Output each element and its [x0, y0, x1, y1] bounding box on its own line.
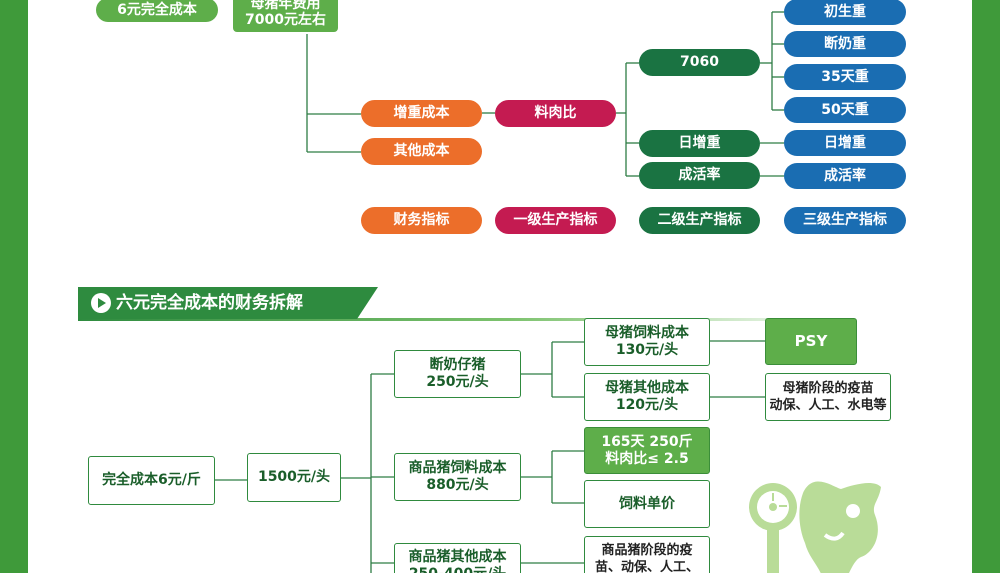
level3-node-weaning-weight: 断奶重	[784, 31, 906, 57]
play-circle-icon	[91, 293, 111, 313]
hog-feed-cost-node: 商品猪饲料成本 880元/头	[394, 453, 521, 501]
sow-feed-cost-node: 母猪饲料成本 130元/头	[584, 318, 710, 366]
feed-meat-ratio-node: 料肉比	[495, 100, 616, 127]
level3-node-birth-weight: 初生重	[784, 0, 906, 25]
sow-annual-cost-node: 母猪年费用 7000元左右	[233, 0, 338, 32]
per-head-cost-node: 1500元/头	[247, 453, 341, 502]
section-underline	[78, 318, 858, 321]
legend-level1: 一级生产指标	[495, 207, 616, 234]
sow-stage-expenses-node: 母猪阶段的疫苗 动保、人工、水电等	[765, 373, 891, 421]
feed-price-node: 饲料单价	[584, 480, 710, 528]
section-title: 六元完全成本的财务拆解	[116, 293, 303, 313]
level3-node-daily-gain: 日增重	[784, 130, 906, 156]
weaned-piglet-node: 断奶仔猪 250元/头	[394, 350, 521, 398]
infographic-panel: 6元完全成本 母猪年费用 7000元左右 增重成本 其他成本 料肉比 7060 …	[28, 0, 972, 573]
legend-level2: 二级生产指标	[639, 207, 760, 234]
legend-finance: 财务指标	[361, 207, 482, 234]
legend-level3: 三级生产指标	[784, 207, 906, 234]
total-cost-root-node: 完全成本6元/斤	[88, 456, 215, 505]
connector-lines	[215, 11, 784, 573]
level3-node-35day-weight: 35天重	[784, 64, 906, 90]
hog-other-cost-node: 商品猪其他成本 250-400元/头	[394, 543, 521, 573]
level2-node-daily-gain: 日增重	[639, 130, 760, 157]
level3-node-50day-weight: 50天重	[784, 97, 906, 123]
pig-with-gauge-icon	[749, 481, 881, 573]
hog-stage-expenses-node: 商品猪阶段的疫 苗、动保、人工、	[584, 536, 710, 573]
left-root-node: 6元完全成本	[96, 0, 218, 22]
level2-node-7060: 7060	[639, 49, 760, 76]
level3-node-survival: 成活率	[784, 163, 906, 189]
sow-other-cost-node: 母猪其他成本 120元/头	[584, 373, 710, 421]
growth-spec-node: 165天 250斤 料肉比≤ 2.5	[584, 427, 710, 474]
section-banner	[78, 287, 378, 319]
other-cost-node: 其他成本	[361, 138, 482, 165]
gain-cost-node: 增重成本	[361, 100, 482, 127]
psy-node: PSY	[765, 318, 857, 365]
level2-node-survival: 成活率	[639, 162, 760, 189]
